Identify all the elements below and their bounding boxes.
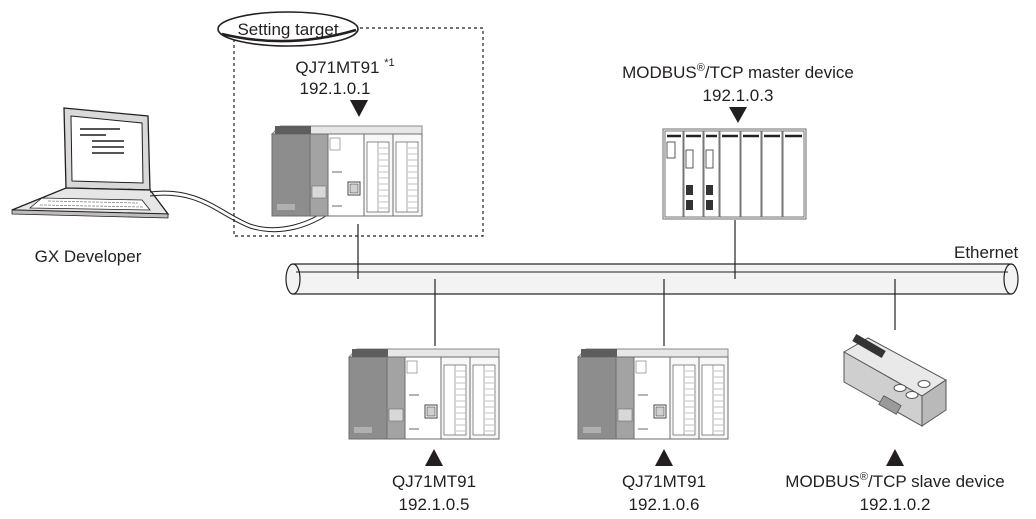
module-3-plc-rack [577,348,729,440]
master-device-ip: 192.1.0.3 [703,86,774,105]
master-device-label: MODBUS®/TCP master device [622,62,854,82]
setting-target-callout: Setting target [217,11,359,47]
target-plc-rack [271,125,423,217]
usb-cable [149,190,337,229]
master-arrow-icon [729,107,747,123]
target-module-label: QJ71MT91 *1 [295,57,394,77]
master-device-rack [662,128,807,220]
module-3-arrow-icon [655,449,673,466]
slave-arrow-icon [886,449,904,466]
ethernet-label: Ethernet [954,243,1019,262]
setting-target-label: Setting target [237,20,338,39]
module-3-ip: 192.1.0.6 [629,495,700,514]
slave-device-ip: 192.1.0.2 [860,495,931,514]
slave-device-icon [842,334,947,427]
module-2-plc-rack [348,348,500,440]
target-module-ip: 192.1.0.1 [300,79,371,98]
module-3-label: QJ71MT91 [622,472,706,491]
laptop-icon [11,107,170,219]
ethernet-bus [285,263,1019,295]
module-2-ip: 192.1.0.5 [399,495,470,514]
module-2-label: QJ71MT91 [392,472,476,491]
target-arrow-icon [350,100,368,117]
slave-device-label: MODBUS®/TCP slave device [785,471,1004,491]
module-2-arrow-icon [425,449,443,466]
setting-target-frame [233,27,484,237]
gx-developer-label: GX Developer [35,247,142,266]
